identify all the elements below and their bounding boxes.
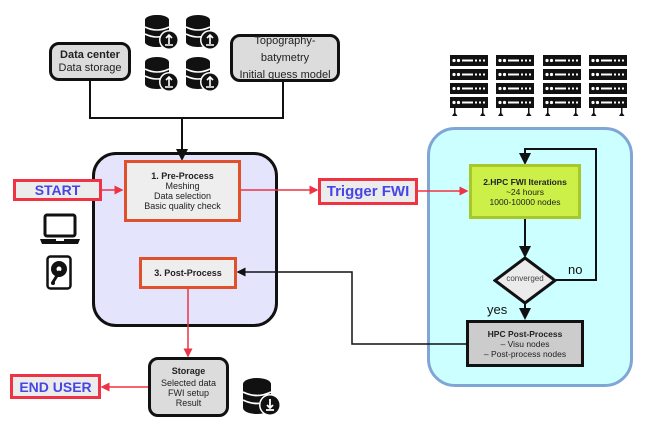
storage-item: Selected data: [160, 378, 217, 388]
topography-line1: Topography-batymetry: [254, 34, 316, 64]
no-label: no: [568, 262, 583, 277]
trigger-fwi-tag: Trigger FWI: [318, 178, 418, 205]
database-upload-icon: [143, 14, 181, 57]
server-rack-icon: [450, 54, 488, 118]
hpcpost-to-postprocess: [236, 267, 466, 345]
storage-item: FWI setup: [167, 388, 209, 398]
database-upload-icon: [184, 14, 222, 57]
topography-box: Topography-batymetry Initial guess model: [230, 34, 340, 82]
end-user-label: END USER: [19, 378, 92, 395]
storage-item: Result: [175, 398, 202, 408]
database-download-icon: [241, 377, 283, 422]
server-rack-icon: [496, 54, 534, 118]
storage-title: Storage: [171, 366, 206, 376]
hpc-postprocess-item: – Visu nodes: [500, 338, 550, 349]
end-user-tag: END USER: [10, 374, 101, 399]
preprocess-item: Meshing: [165, 181, 200, 191]
hpc-iterations-box: 2.HPC FWI Iterations ~24 hours 1000-1000…: [469, 164, 581, 219]
postprocess-box: 3. Post-Process: [139, 257, 237, 289]
hpc-iterations-title: 2.HPC FWI Iterations: [483, 176, 567, 187]
hpc-iterations-item: 1000-10000 nodes: [489, 196, 561, 207]
postprocess-title: 3. Post-Process: [154, 268, 222, 278]
topography-line2: Initial guess model: [239, 68, 331, 81]
server-rack-icon: [543, 54, 581, 118]
hard-drive-icon: [46, 255, 72, 295]
data-center-title: Data center: [60, 48, 120, 61]
storage-box: Storage Selected data FWI setup Result: [148, 357, 229, 417]
database-upload-icon: [184, 56, 222, 99]
laptop-icon: [39, 212, 81, 251]
hpc-postprocess-box: HPC Post-Process – Visu nodes – Post-pro…: [466, 320, 584, 367]
database-upload-icon: [143, 56, 181, 99]
preprocess-title: 1. Pre-Process: [151, 171, 214, 181]
no-loop-arrow: [519, 148, 597, 281]
converged-label: converged: [506, 274, 544, 283]
hpc-iterations-item: ~24 hours: [505, 186, 545, 197]
hpc-postprocess-item: – Post-process nodes: [483, 348, 567, 359]
server-rack-icon: [589, 54, 627, 118]
start-label: START: [34, 182, 81, 198]
datacenter-connector: [89, 80, 284, 119]
preprocess-item: Data selection: [153, 191, 212, 201]
data-center-box: Data center Data storage: [49, 42, 131, 81]
start-tag: START: [13, 179, 102, 201]
data-center-subtitle: Data storage: [58, 61, 122, 74]
preprocess-box: 1. Pre-Process Meshing Data selection Ba…: [124, 160, 241, 222]
converged-decision: [493, 256, 557, 305]
yes-label: yes: [487, 302, 508, 317]
trigger-fwi-label: Trigger FWI: [326, 183, 410, 200]
hpc-postprocess-title: HPC Post-Process: [487, 328, 563, 339]
preprocess-item: Basic quality check: [144, 201, 221, 211]
